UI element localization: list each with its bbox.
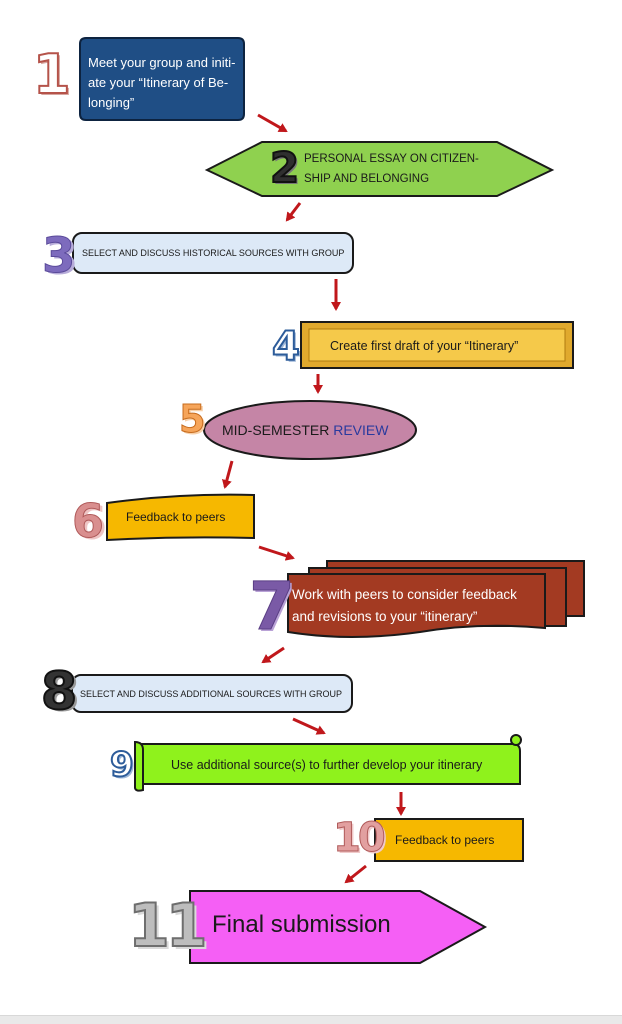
step-10-text: Feedback to peers — [395, 833, 495, 847]
step-7-doc-front — [287, 573, 546, 638]
step-2-line-2: SHIP AND BELONGING — [304, 173, 430, 185]
step-5-text-b: REVIEW — [333, 422, 389, 438]
step-11-text: Final submission — [212, 911, 391, 938]
page-bottom-rule — [0, 1015, 622, 1024]
step-2-hexagon — [204, 141, 555, 197]
arrow-8-to-9 — [292, 717, 326, 735]
step-11-number: 11 — [127, 891, 208, 961]
step-9-scroll-right-roll — [510, 734, 522, 746]
step-1-text: Meet your group and initi- ate your “Iti… — [88, 53, 248, 113]
step-6-box — [106, 493, 255, 542]
step-7-line-2: and revisions to your “itinerary” — [292, 609, 478, 624]
step-1-line-2: ate your “Itinerary of Be- — [88, 75, 229, 90]
step-4-number: 4 — [271, 324, 301, 370]
step-9-number: 9 — [109, 745, 135, 785]
step-4-bevel — [308, 328, 566, 362]
arrow-6-to-7 — [258, 545, 295, 561]
arrow-7-to-8 — [261, 646, 285, 664]
arrow-10-to-11 — [344, 864, 367, 884]
step-7-line-1: Work with peers to consider feedback — [292, 587, 517, 602]
arrow-2-to-3 — [285, 202, 302, 222]
step-6-text: Feedback to peers — [126, 510, 226, 524]
step-1-number: 1 — [32, 43, 72, 106]
step-2-number: 2 — [269, 143, 300, 192]
step-5-text-a: MID-SEMESTER — [222, 422, 334, 438]
step-3-text: SELECT AND DISCUSS HISTORICAL SOURCES WI… — [82, 248, 345, 258]
step-9-scroll-left-roll — [134, 740, 144, 792]
step-2-line-1: PERSONAL ESSAY ON CITIZEN- — [304, 153, 479, 165]
step-2-text: PERSONAL ESSAY ON CITIZEN- SHIP AND BELO… — [304, 149, 534, 189]
step-1-box — [79, 37, 245, 121]
step-7-number: 7 — [249, 568, 296, 645]
arrow-1-to-2 — [257, 113, 288, 133]
step-8-number: 8 — [40, 662, 78, 722]
step-8-box — [71, 674, 353, 713]
step-10-box — [374, 818, 524, 862]
step-11-pentagon — [189, 890, 488, 964]
step-5-ellipse — [203, 400, 417, 460]
arrow-5-to-6 — [221, 460, 234, 489]
step-6-number: 6 — [71, 494, 105, 548]
step-3-box — [72, 232, 354, 274]
step-1-line-1: Meet your group and initi- — [88, 55, 236, 70]
step-9-text: Use additional source(s) to further deve… — [171, 758, 483, 772]
step-3-number: 3 — [41, 228, 76, 284]
step-4-text: Create first draft of your “Itinerary” — [330, 339, 519, 353]
step-5-text: MID-SEMESTER REVIEW — [222, 421, 402, 439]
step-7-text: Work with peers to consider feedback and… — [292, 584, 552, 628]
step-10-number: 10 — [333, 815, 387, 861]
step-5-number: 5 — [178, 397, 206, 441]
step-8-text: SELECT AND DISCUSS ADDITIONAL SOURCES WI… — [80, 689, 343, 699]
step-1-line-3: longing” — [88, 95, 135, 110]
